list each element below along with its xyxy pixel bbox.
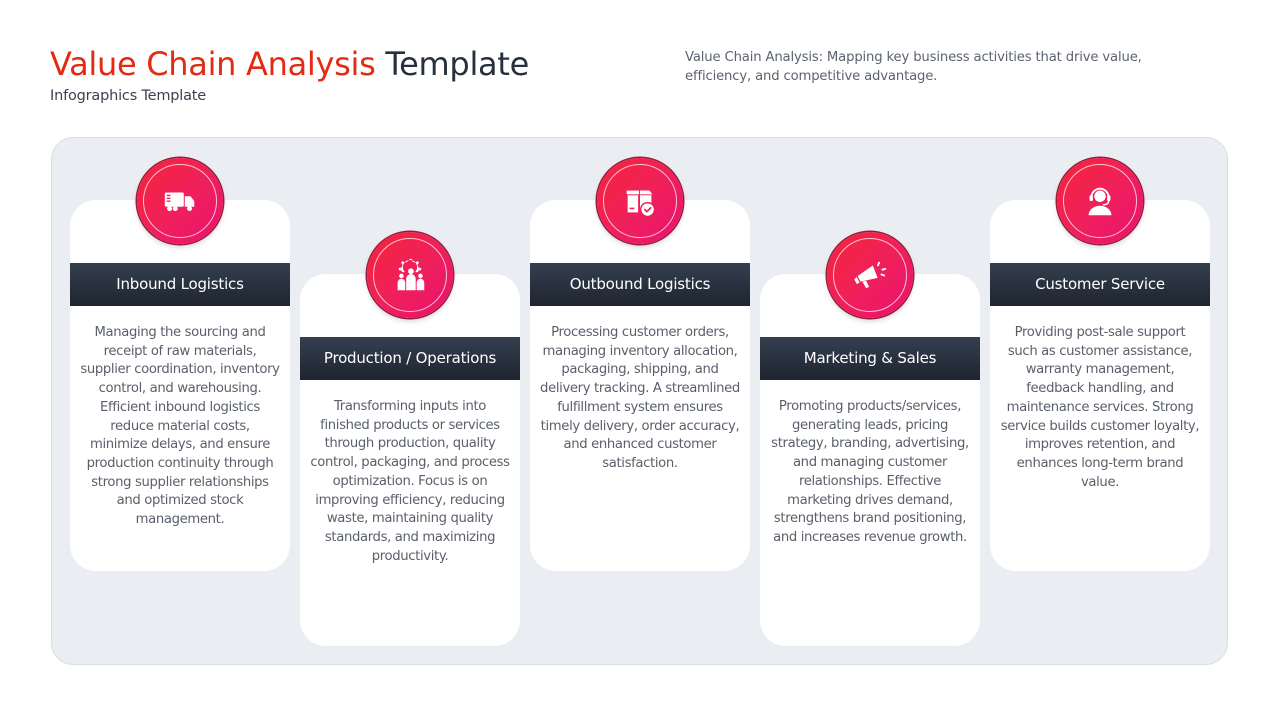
stage-description: Transforming inputs into finished produc… [310, 399, 510, 564]
headset-agent-icon [1057, 158, 1143, 244]
stage-description: Managing the sourcing and receipt of raw… [80, 325, 280, 528]
stage-description: Promoting products/services, generating … [771, 399, 969, 545]
stage-title: Inbound Logistics [70, 263, 290, 306]
stage-card-production-operations: Production / Operations Transforming inp… [300, 274, 520, 646]
gear-team-icon [367, 232, 453, 318]
stage-title: Customer Service [990, 263, 1210, 306]
stage-card-marketing-sales: Marketing & Sales Promoting products/ser… [760, 274, 980, 646]
stage-card-outbound-logistics: Outbound Logistics Processing customer o… [530, 200, 750, 571]
page-title: Value Chain Analysis Template [50, 42, 529, 86]
stage-description: Providing post-sale support such as cust… [1000, 325, 1200, 490]
stage-card-inbound-logistics: Inbound Logistics Managing the sourcing … [70, 200, 290, 571]
page-description: Value Chain Analysis: Mapping key busine… [685, 50, 1142, 84]
megaphone-icon [827, 232, 913, 318]
title-accent: Value Chain Analysis [50, 45, 376, 83]
package-check-icon [597, 158, 683, 244]
title-dark: Template [385, 45, 529, 83]
delivery-truck-icon [137, 158, 223, 244]
page-subtitle: Infographics Template [50, 88, 207, 104]
stage-description: Processing customer orders, managing inv… [540, 325, 740, 471]
stage-title: Production / Operations [300, 337, 520, 380]
stage-card-customer-service: Customer Service Providing post-sale sup… [990, 200, 1210, 571]
stage-title: Marketing & Sales [760, 337, 980, 380]
stage-title: Outbound Logistics [530, 263, 750, 306]
